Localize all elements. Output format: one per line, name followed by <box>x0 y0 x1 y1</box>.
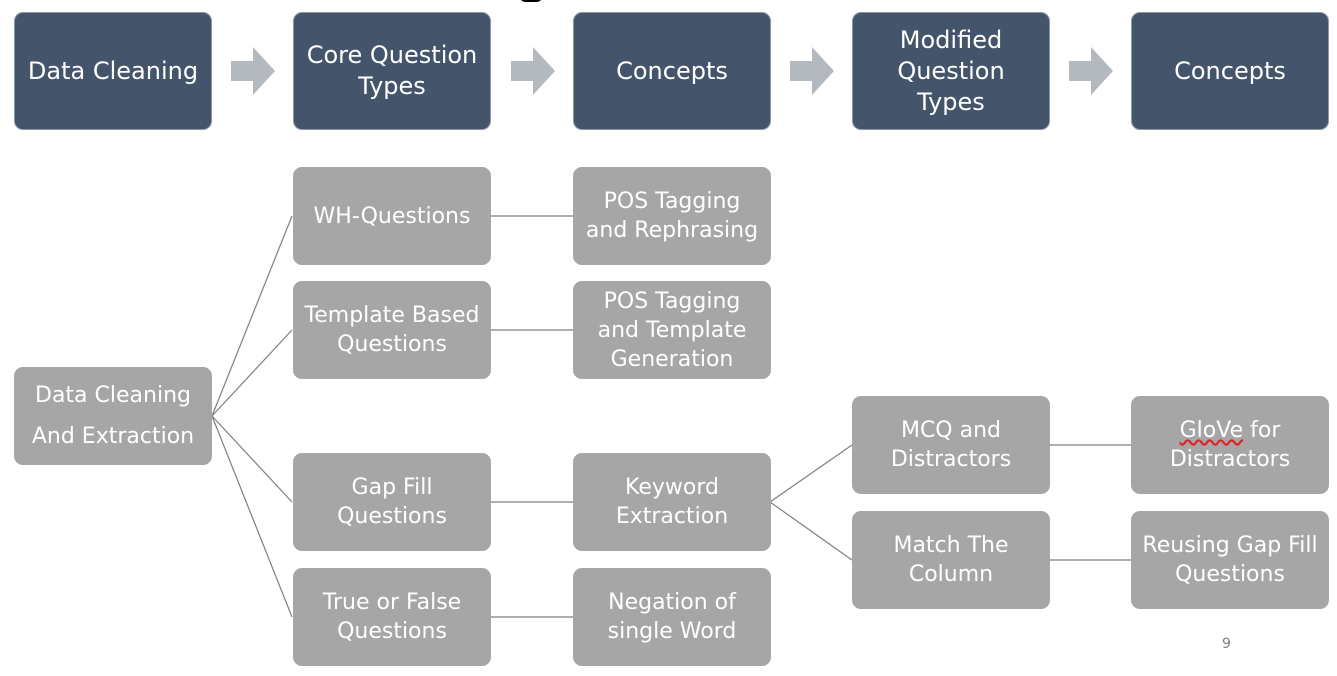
node-match-the-column: Match The Column <box>852 511 1050 609</box>
header-label: Data Cleaning <box>27 56 199 85</box>
connector-keyword-match <box>769 501 853 561</box>
node-label: Reusing Gap Fill Questions <box>1142 533 1318 587</box>
node-keyword-extraction: Keyword Extraction <box>573 453 771 551</box>
connector-root-wh <box>211 215 293 417</box>
node-label: POS Tagging and Rephrasing <box>585 189 759 243</box>
header-label: Modified Question Types <box>897 25 1005 116</box>
node-label-line2: And Extraction <box>31 424 195 449</box>
node-wh-questions: WH-Questions <box>293 167 491 265</box>
header-concepts-2: Concepts <box>1131 12 1329 130</box>
node-gap-fill-questions: Gap Fill Questions <box>293 453 491 551</box>
node-label-line1: Data Cleaning <box>35 383 191 408</box>
node-label: True or False Questions <box>322 590 462 644</box>
node-label: POS Tagging and Template Generation <box>597 288 747 372</box>
header-label: Concepts <box>1174 56 1286 85</box>
page-number: 9 <box>1222 636 1231 652</box>
node-label: Match The Column <box>893 533 1009 587</box>
node-pos-tagging-rephrasing: POS Tagging and Rephrasing <box>573 167 771 265</box>
node-pos-tagging-template-generation: POS Tagging and Template Generation <box>573 281 771 379</box>
header-core-question-types: Core Question Types <box>293 12 491 130</box>
header-concepts: Concepts <box>573 12 771 130</box>
node-data-cleaning-extraction: Data Cleaning And Extraction <box>14 367 212 465</box>
node-mcq-distractors: MCQ and Distractors <box>852 396 1050 494</box>
connector-root-truefalse <box>211 415 293 618</box>
arrow-right-icon <box>511 47 555 95</box>
node-label: MCQ and Distractors <box>890 418 1012 472</box>
header-label: Concepts <box>616 56 728 85</box>
arrow-right-icon <box>1069 47 1113 95</box>
node-reusing-gap-fill: Reusing Gap Fill Questions <box>1131 511 1329 609</box>
arrow-right-icon <box>790 47 834 95</box>
node-true-or-false-questions: True or False Questions <box>293 568 491 666</box>
arrow-right-icon <box>231 47 275 95</box>
title-fragment <box>520 0 542 2</box>
node-negation-single-word: Negation of single Word <box>573 568 771 666</box>
node-label: Keyword Extraction <box>615 475 729 529</box>
node-label-rest: for Distractors <box>1169 418 1291 472</box>
node-template-based-questions: Template Based Questions <box>293 281 491 379</box>
header-data-cleaning: Data Cleaning <box>14 12 212 130</box>
header-label: Core Question Types <box>306 41 478 100</box>
node-label: Gap Fill Questions <box>337 475 447 529</box>
connector-root-gapfill <box>211 415 293 503</box>
node-glove-distractors: GloVe for Distractors <box>1131 396 1329 494</box>
header-modified-question-types: Modified Question Types <box>852 12 1050 130</box>
node-label: Negation of single Word <box>607 590 737 644</box>
node-label: WH-Questions <box>313 203 471 229</box>
connector-keyword-mcq <box>769 444 853 503</box>
connector-root-template <box>211 329 293 417</box>
node-label: Template Based Questions <box>304 303 480 357</box>
node-label-glove: GloVe <box>1179 418 1244 443</box>
